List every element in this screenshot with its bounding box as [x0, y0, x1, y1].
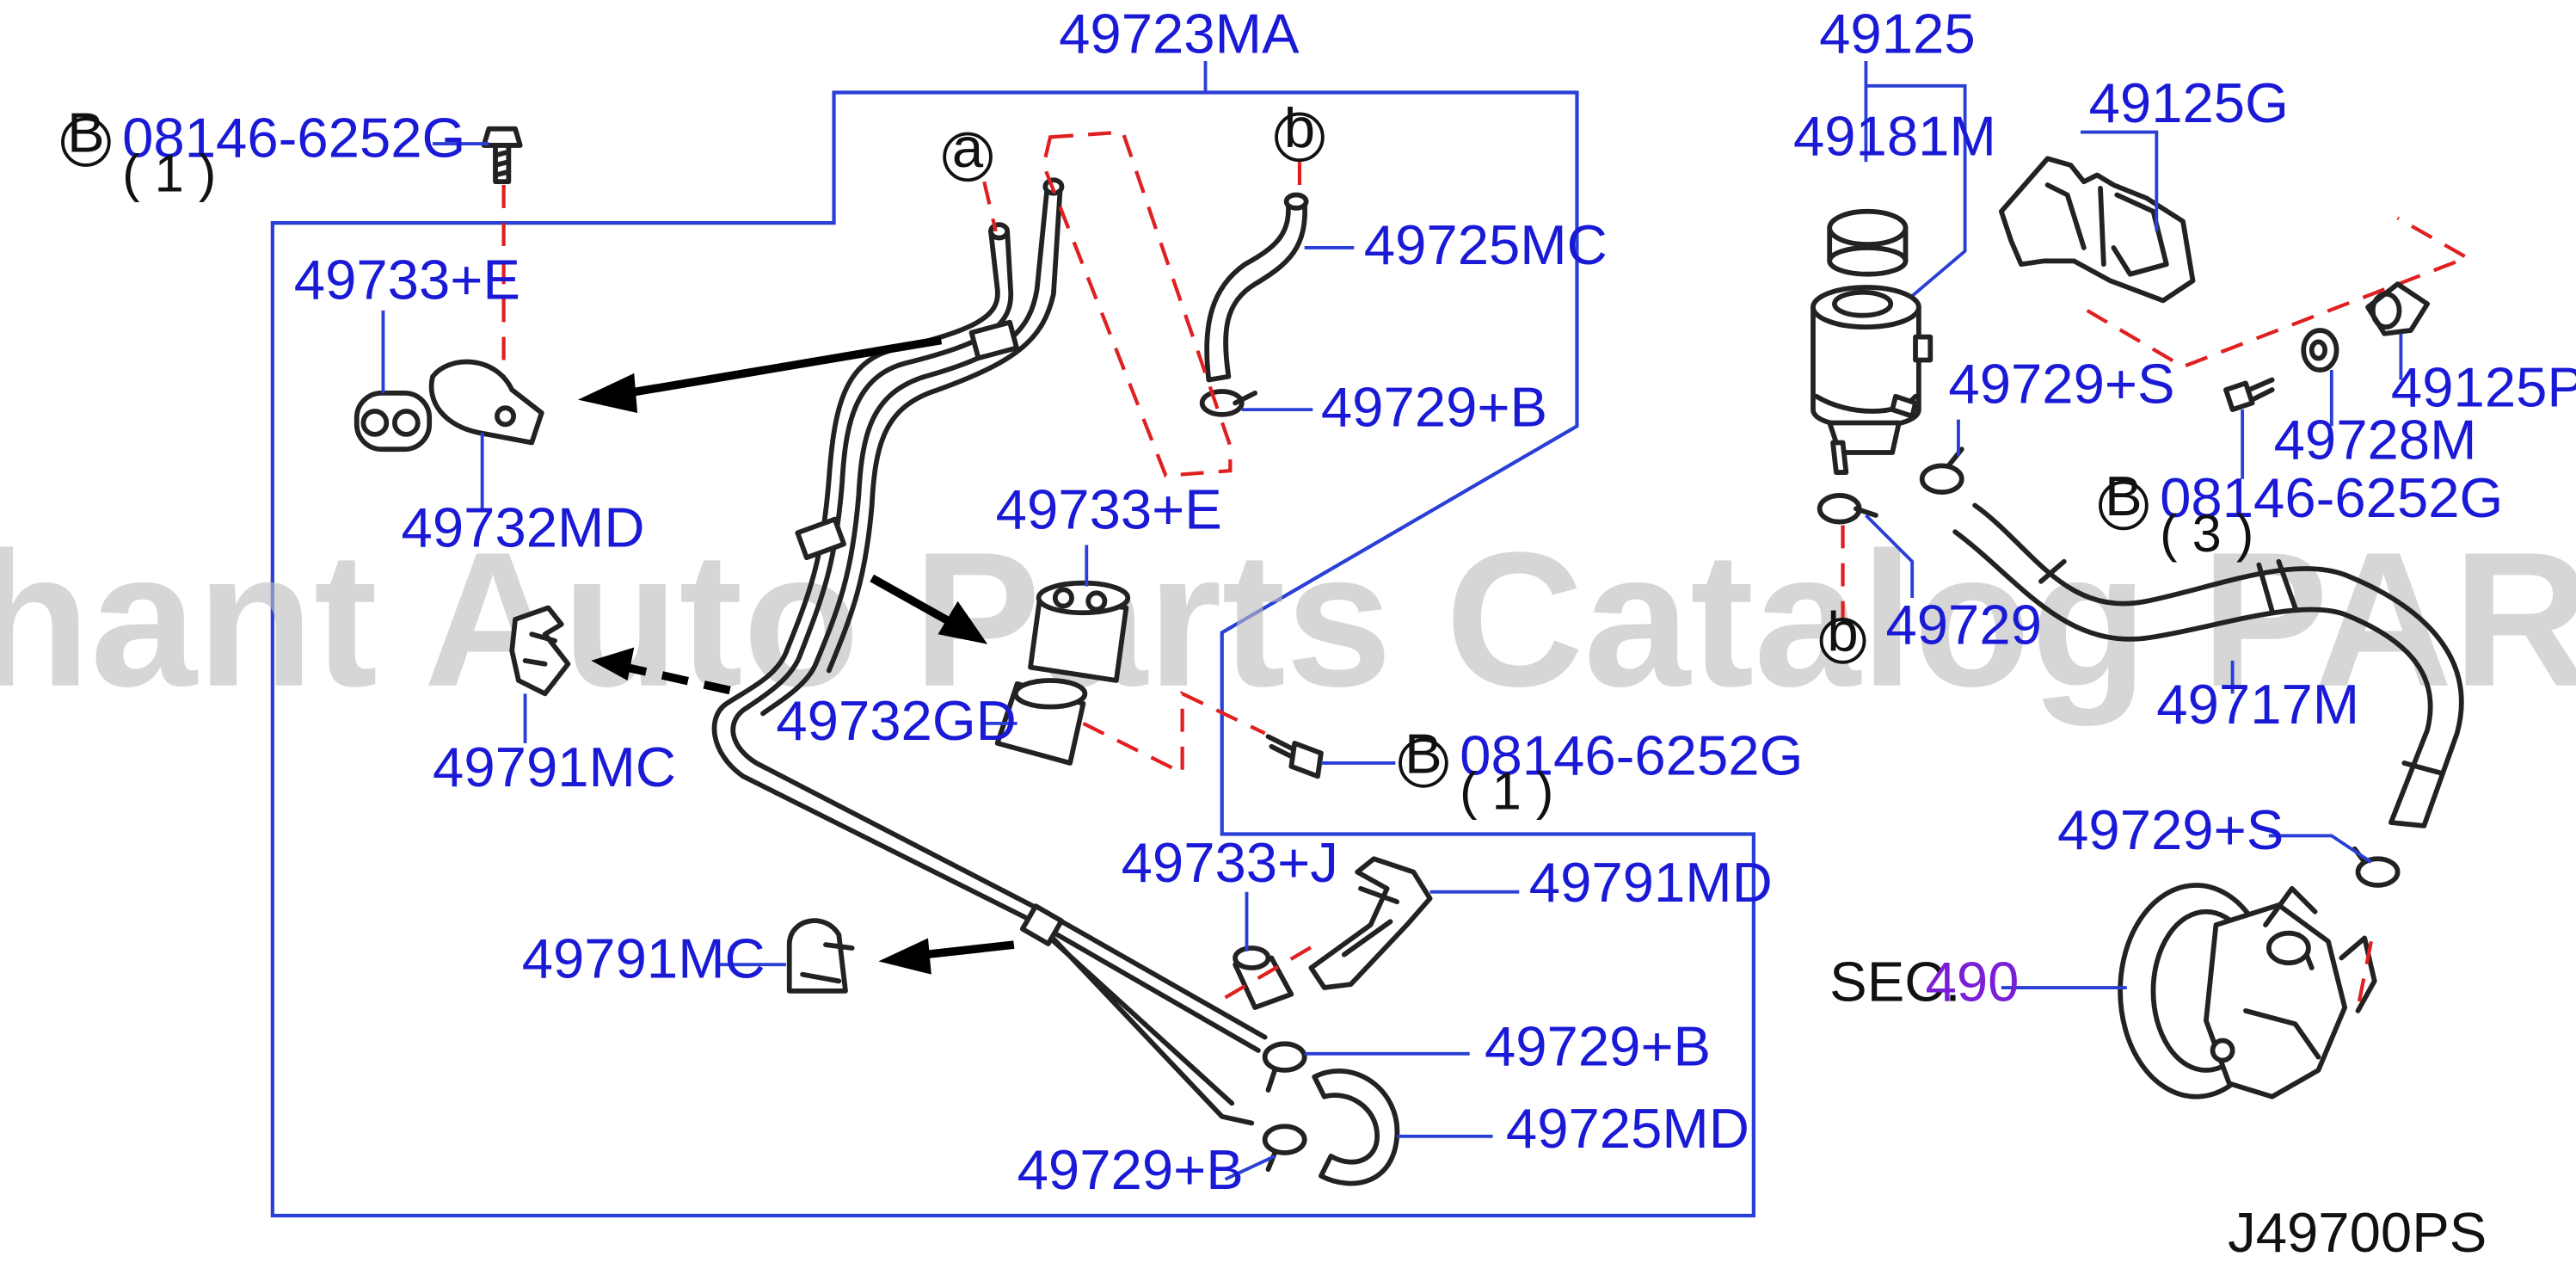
reservoir-lower-clamp-icon	[1817, 493, 1878, 525]
bolt-top-left-callout: B	[61, 102, 111, 167]
hose-clamp-low1-icon	[1262, 1041, 1307, 1093]
label-bolt-right: 08146-6252G	[2160, 466, 2503, 529]
label-collar: 49728M	[2274, 409, 2477, 471]
clip-mid-icon	[509, 605, 571, 697]
grommet-icon	[2365, 281, 2431, 336]
hose-clamp-low2-icon	[1262, 1124, 1307, 1173]
label-section-number[interactable]: 490	[1926, 950, 2020, 1013]
reservoir-clamp-icon	[1919, 447, 1964, 495]
label-section-prefix: SEC.	[1829, 950, 1960, 1013]
label-hose-right: 49717M	[2156, 673, 2359, 736]
ref-a-marker: a	[943, 116, 993, 182]
clamp-mid-icon	[994, 678, 1088, 766]
label-reservoir: 49125	[1819, 2, 1976, 65]
svg-text:B: B	[1405, 722, 1442, 785]
reservoir-icon	[1811, 285, 1934, 475]
power-steering-pump-icon	[2118, 883, 2377, 1099]
label-reservoir-cap: 49181M	[1793, 104, 1996, 167]
hose-clamp-pump-icon	[2352, 846, 2401, 888]
bolt-top-left-icon	[481, 126, 523, 185]
label-bolt-right-qty: ( 3 )	[2160, 504, 2253, 564]
label-bolt-top-left: 08146-6252G	[122, 106, 465, 169]
clip-low-right-icon	[1308, 856, 1433, 990]
label-hose-clamp-top: 49729+B	[1321, 375, 1547, 438]
bolt-right-icon	[2223, 377, 2275, 412]
insulator-mid-icon	[1028, 580, 1131, 683]
label-hose-clamp-right-low: 49729+S	[2057, 798, 2284, 861]
bolt-mid-icon	[1265, 734, 1324, 779]
bracket-icon	[1998, 156, 2196, 304]
label-tube-assembly: 49723MA	[1059, 2, 1300, 65]
label-clip-left-low: 49791MC	[522, 927, 765, 990]
hose-low-icon	[1312, 1069, 1400, 1186]
main-tube-bundle	[711, 177, 1268, 1126]
label-clip-right-low: 49791MD	[1529, 851, 1773, 914]
label-reservoir-clamp: 49729+S	[1948, 352, 2174, 415]
label-bolt-top-left-qty: ( 1 )	[122, 145, 216, 204]
svg-text:a: a	[952, 116, 984, 179]
svg-text:b: b	[1284, 96, 1315, 159]
svg-text:B: B	[67, 102, 105, 164]
bolt-mid-callout: B	[1399, 722, 1448, 788]
label-clip-left-mid: 49791MC	[433, 736, 676, 798]
ref-b-lower-marker: b	[1819, 600, 1866, 664]
watermark-text: Offers Merchant Auto Parts Catalog PARTS…	[0, 513, 2576, 727]
label-hose-clamp-low1: 49729+B	[1485, 1014, 1711, 1077]
tube-assembly-frame	[270, 90, 1755, 1218]
clip-low-icon	[786, 918, 855, 994]
label-clamp-mid: 49732GD	[776, 689, 1016, 752]
label-insulator-mid: 49733+E	[996, 477, 1222, 540]
label-hose-top: 49725MC	[1364, 213, 1608, 276]
insulator-top-icon	[354, 391, 433, 453]
return-hose-icon	[1952, 502, 2464, 828]
label-grommet: 49125P	[2391, 355, 2576, 418]
label-clamp-top: 49732MD	[402, 496, 645, 558]
clamp-top-icon	[428, 359, 544, 446]
label-hose-clamp-low2: 49729+B	[1017, 1138, 1244, 1201]
label-hose-low: 49725MD	[1506, 1097, 1749, 1160]
hose-clamp-top-icon	[1199, 389, 1257, 417]
label-bracket: 49125G	[2089, 71, 2289, 134]
label-insulator-low: 49733+J	[1122, 831, 1338, 894]
collar-icon	[2301, 328, 2339, 373]
ref-b-marker: b	[1275, 96, 1325, 163]
hose-top-icon	[1204, 192, 1309, 383]
arrow-to-insulator-mid	[870, 574, 988, 644]
diagram-id: J49700PS	[2228, 1201, 2487, 1264]
label-bolt-mid: 08146-6252G	[1460, 724, 1803, 786]
arrow-to-clamp-top	[577, 336, 943, 413]
reservoir-cap-icon	[1827, 208, 1909, 277]
bolt-right-callout: B	[2099, 465, 2149, 531]
svg-text:B: B	[2105, 465, 2143, 527]
insulator-low-icon	[1233, 945, 1294, 1010]
label-bolt-mid-qty: ( 1 )	[1460, 762, 1553, 822]
label-partial: 49729	[1885, 594, 2041, 656]
label-insulator-top: 49733+E	[294, 248, 520, 311]
svg-text:b: b	[1827, 600, 1858, 662]
arrow-to-clip-low	[878, 938, 1015, 975]
